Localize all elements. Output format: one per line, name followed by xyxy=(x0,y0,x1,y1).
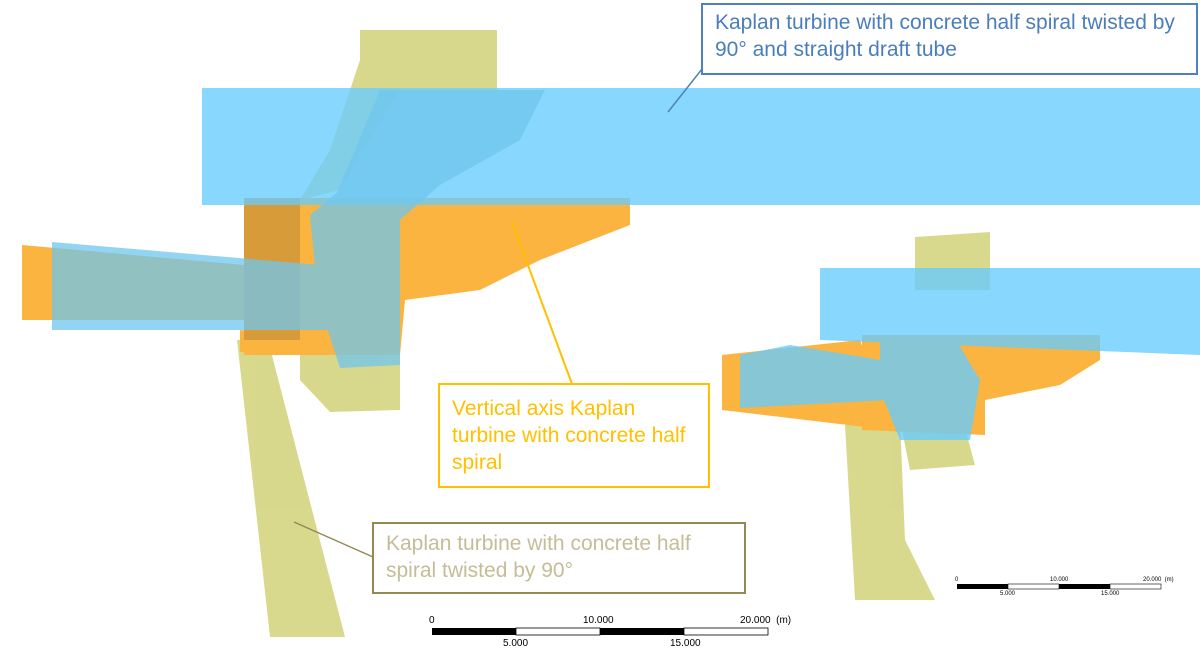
scale-tick-15: 15.000 xyxy=(670,638,701,649)
blue-leader-line xyxy=(667,63,707,113)
scale-bar-small xyxy=(957,583,1162,590)
small-scale-tick-0: 0 xyxy=(955,577,959,583)
orange-leader-line xyxy=(511,221,573,385)
scale-tick-20: 20.000 (m) xyxy=(740,615,792,626)
label-blue-turbine: Kaplan turbine with concrete half spiral… xyxy=(701,3,1198,75)
small-scale-tick-20: 20.000 (m) xyxy=(1143,577,1174,583)
blue-spiral-left xyxy=(52,90,545,368)
small-scale-tick-15: 15.000 xyxy=(1101,591,1120,597)
label-khaki-turbine: Kaplan turbine with concrete half spiral… xyxy=(372,522,746,594)
small-scale-tick-5: 5.000 xyxy=(1000,591,1016,597)
label-orange-turbine: Vertical axis Kaplan turbine with concre… xyxy=(438,383,710,488)
scale-tick-10: 10.000 xyxy=(583,615,614,626)
scale-tick-5: 5.000 xyxy=(503,638,529,649)
scale-bar-main xyxy=(432,627,769,636)
small-scale-tick-10: 10.000 xyxy=(1050,577,1069,583)
blue-turbine-right xyxy=(740,268,1200,440)
scale-tick-0: 0 xyxy=(429,615,435,626)
khaki-leader-line xyxy=(293,521,374,558)
